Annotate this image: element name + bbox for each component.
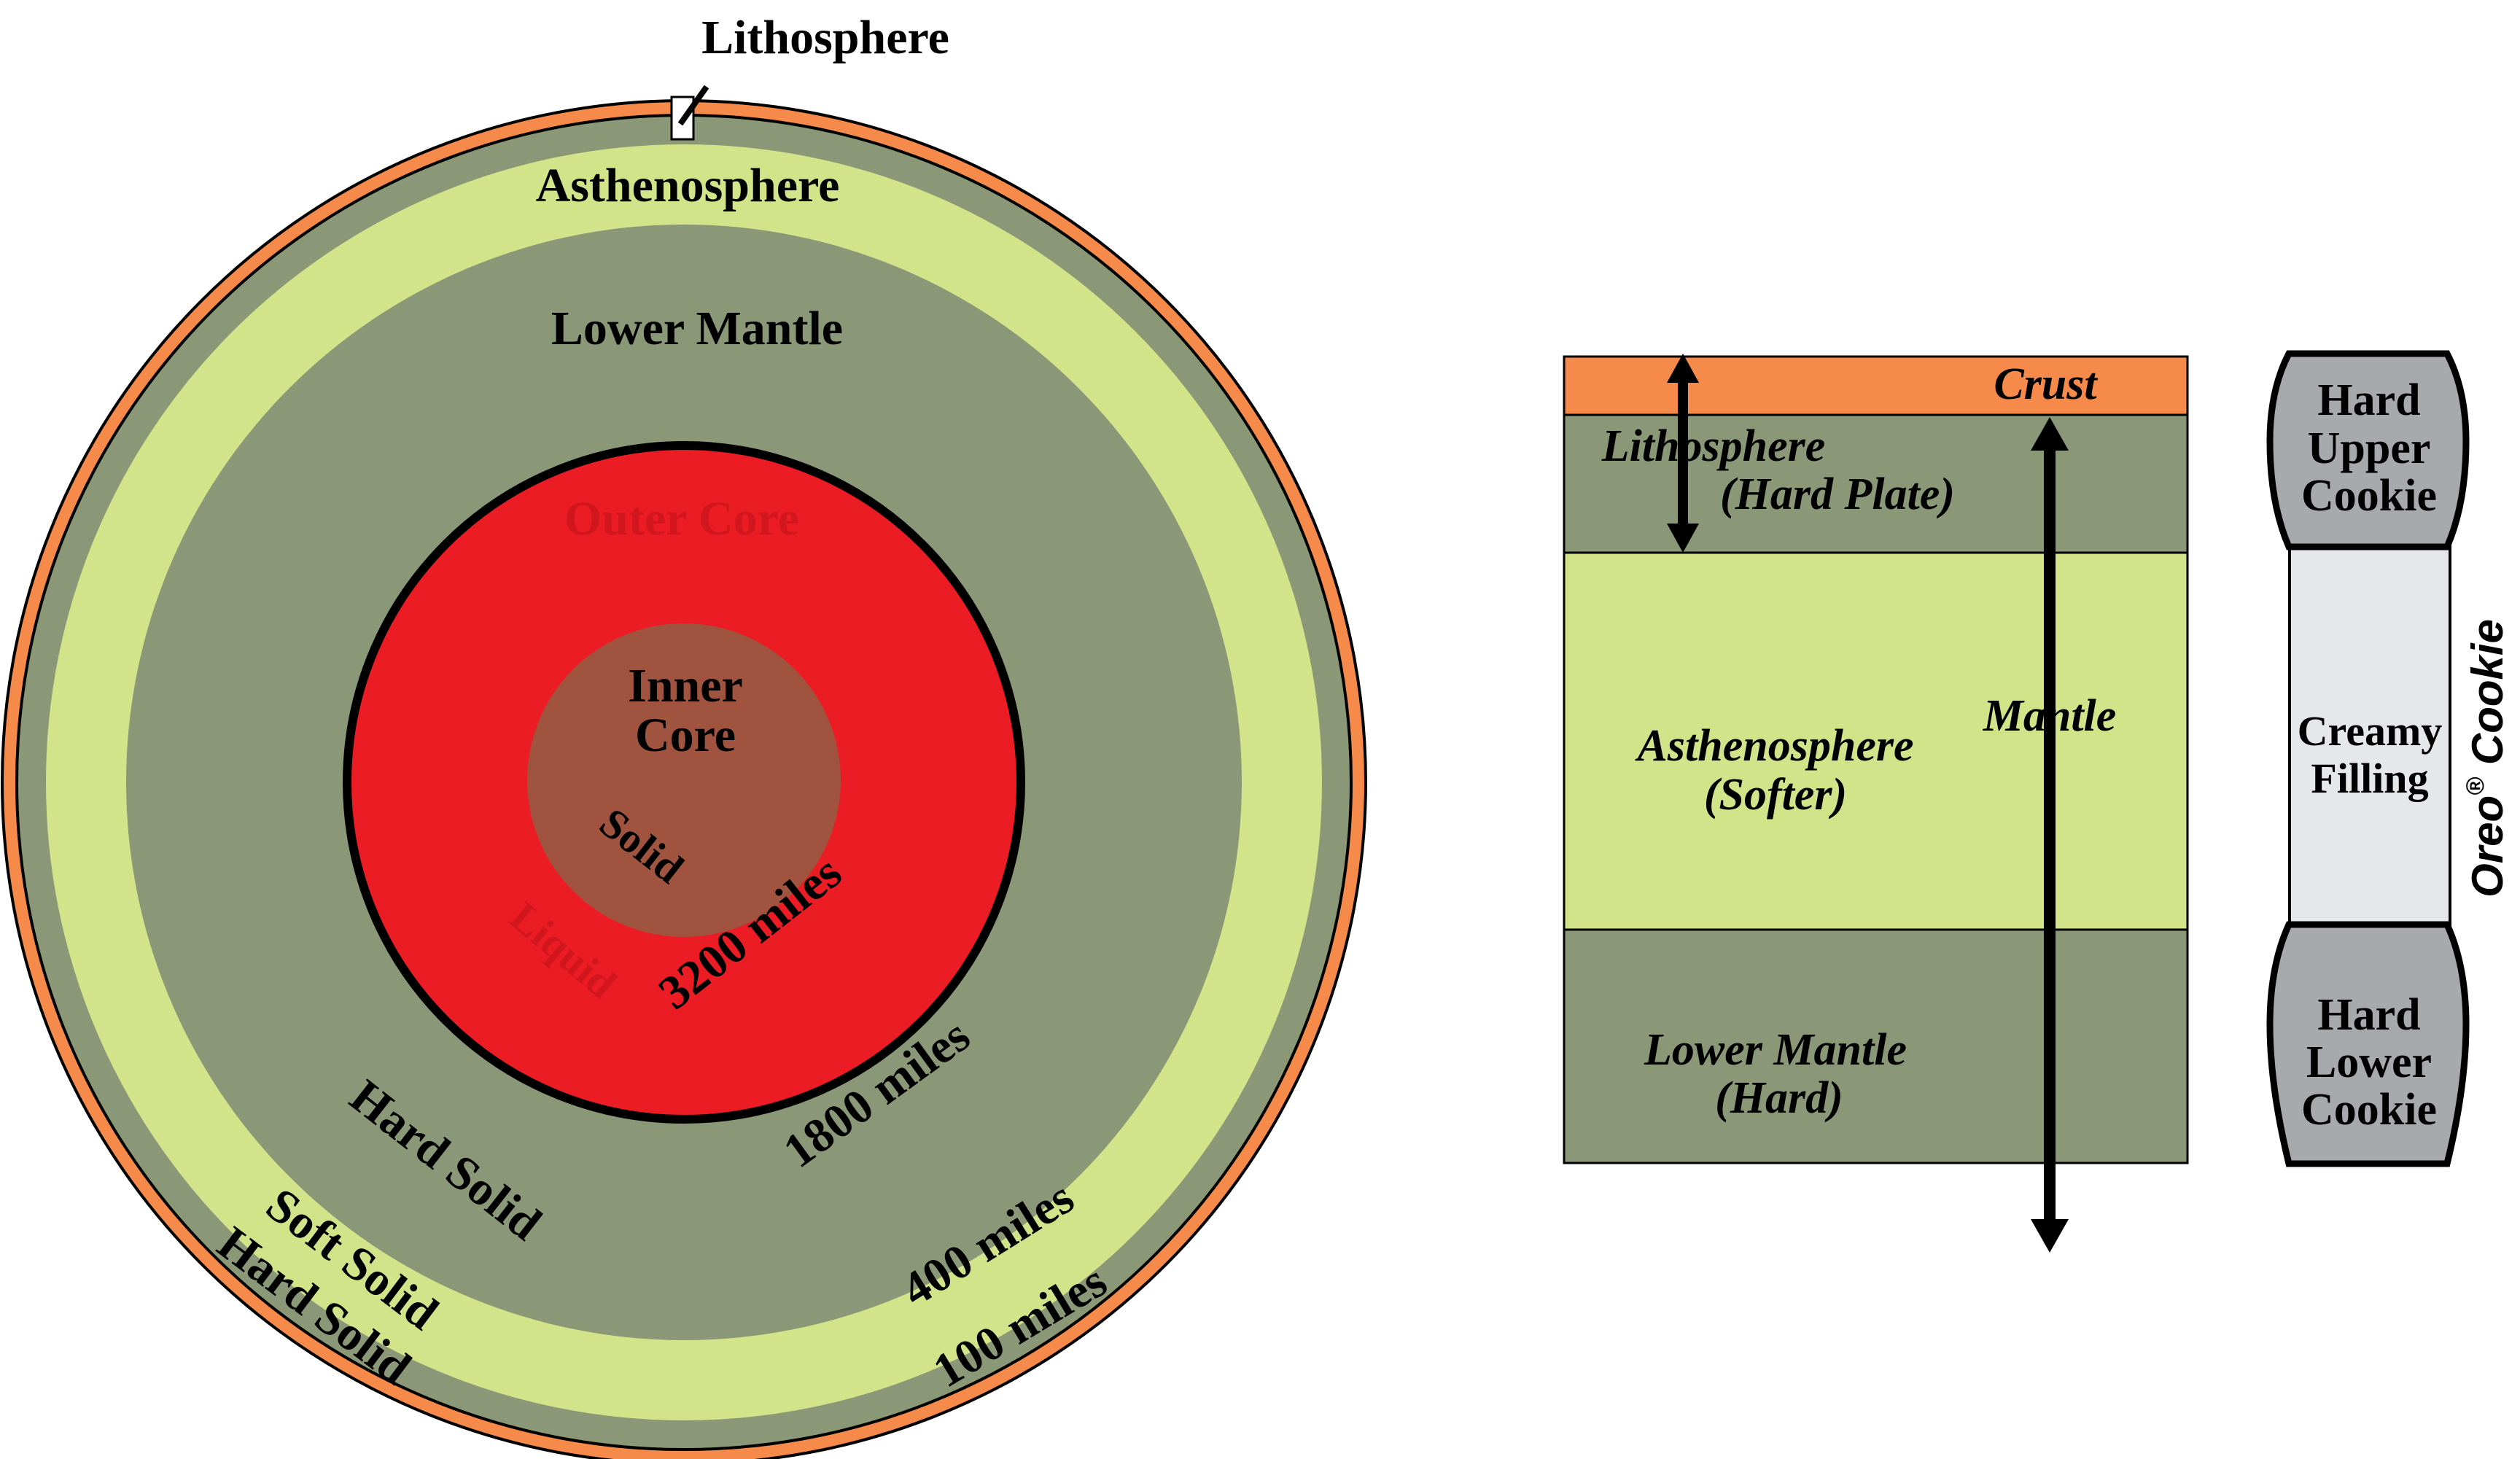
upper-cookie-label-line3: Cookie <box>2301 471 2437 521</box>
lower-cookie <box>2266 921 2470 1167</box>
upper-cookie-label-line1: Hard <box>2317 376 2420 425</box>
column-lower-mantle-layer <box>1563 928 2189 1164</box>
lithosphere-pointer <box>677 85 709 126</box>
column-asthenosphere-label-line2: (Softer) <box>1704 770 1847 820</box>
column-mantle-label: Mantle <box>1983 691 2117 741</box>
oreo-analogy: Hard Upper Cookie Creamy Filling Hard Lo… <box>2266 350 2512 1167</box>
inner-core-label-line1: Inner <box>628 659 743 712</box>
lower-cookie-label-line2: Lower <box>2306 1038 2432 1087</box>
filling-label-line2: Filling <box>2311 755 2428 802</box>
column-lower-mantle-label-line2: (Hard) <box>1715 1073 1843 1123</box>
mantle-arrow-head-up <box>2031 417 2069 451</box>
inner-core-label-line2: Core <box>635 709 736 762</box>
lower-cookie-label-line3: Cookie <box>2301 1085 2437 1135</box>
lower-mantle-label: Lower Mantle <box>551 302 843 355</box>
column-asthenosphere-layer <box>1563 551 2189 931</box>
lower-cookie-label-line1: Hard <box>2317 990 2420 1040</box>
inner-core-disk <box>527 623 841 937</box>
upper-cookie-label-line2: Upper <box>2308 424 2431 473</box>
lithosphere-arrow-head-down <box>1667 524 1699 553</box>
asthenosphere-label: Asthenosphere <box>536 159 840 212</box>
column-lithosphere-label-line2: (Hard Plate) <box>1720 470 1955 519</box>
column-lithosphere-layer <box>1563 413 2189 554</box>
lithosphere-arrow-head-up <box>1667 354 1699 383</box>
lithosphere-label: Lithosphere <box>701 11 949 64</box>
column-crust-layer <box>1563 355 2189 416</box>
cookie-word: Cookie <box>2463 619 2512 777</box>
oreo-cookie-side-label: Oreo® Cookie <box>2462 619 2512 898</box>
registered-mark: ® <box>2462 777 2489 795</box>
column-crust-label: Crust <box>1994 359 2098 409</box>
oreo-word: Oreo <box>2463 795 2512 898</box>
column-lower-mantle-label-line1: Lower Mantle <box>1644 1025 1907 1075</box>
upper-cookie <box>2266 350 2470 550</box>
filling-label-line1: Creamy <box>2298 707 2443 755</box>
outer-core-label: Outer Core <box>564 492 799 545</box>
mantle-arrow-head-down <box>2031 1219 2069 1253</box>
globe-cross-section: Lithosphere Asthenosphere Lower Mantle O… <box>1 11 1367 1459</box>
column-asthenosphere-label-line1: Asthenosphere <box>1635 721 1914 771</box>
column-lithosphere-label-line1: Lithosphere <box>1601 421 1826 471</box>
layer-column: Crust Lithosphere (Hard Plate) Mantle As… <box>1563 354 2189 1253</box>
